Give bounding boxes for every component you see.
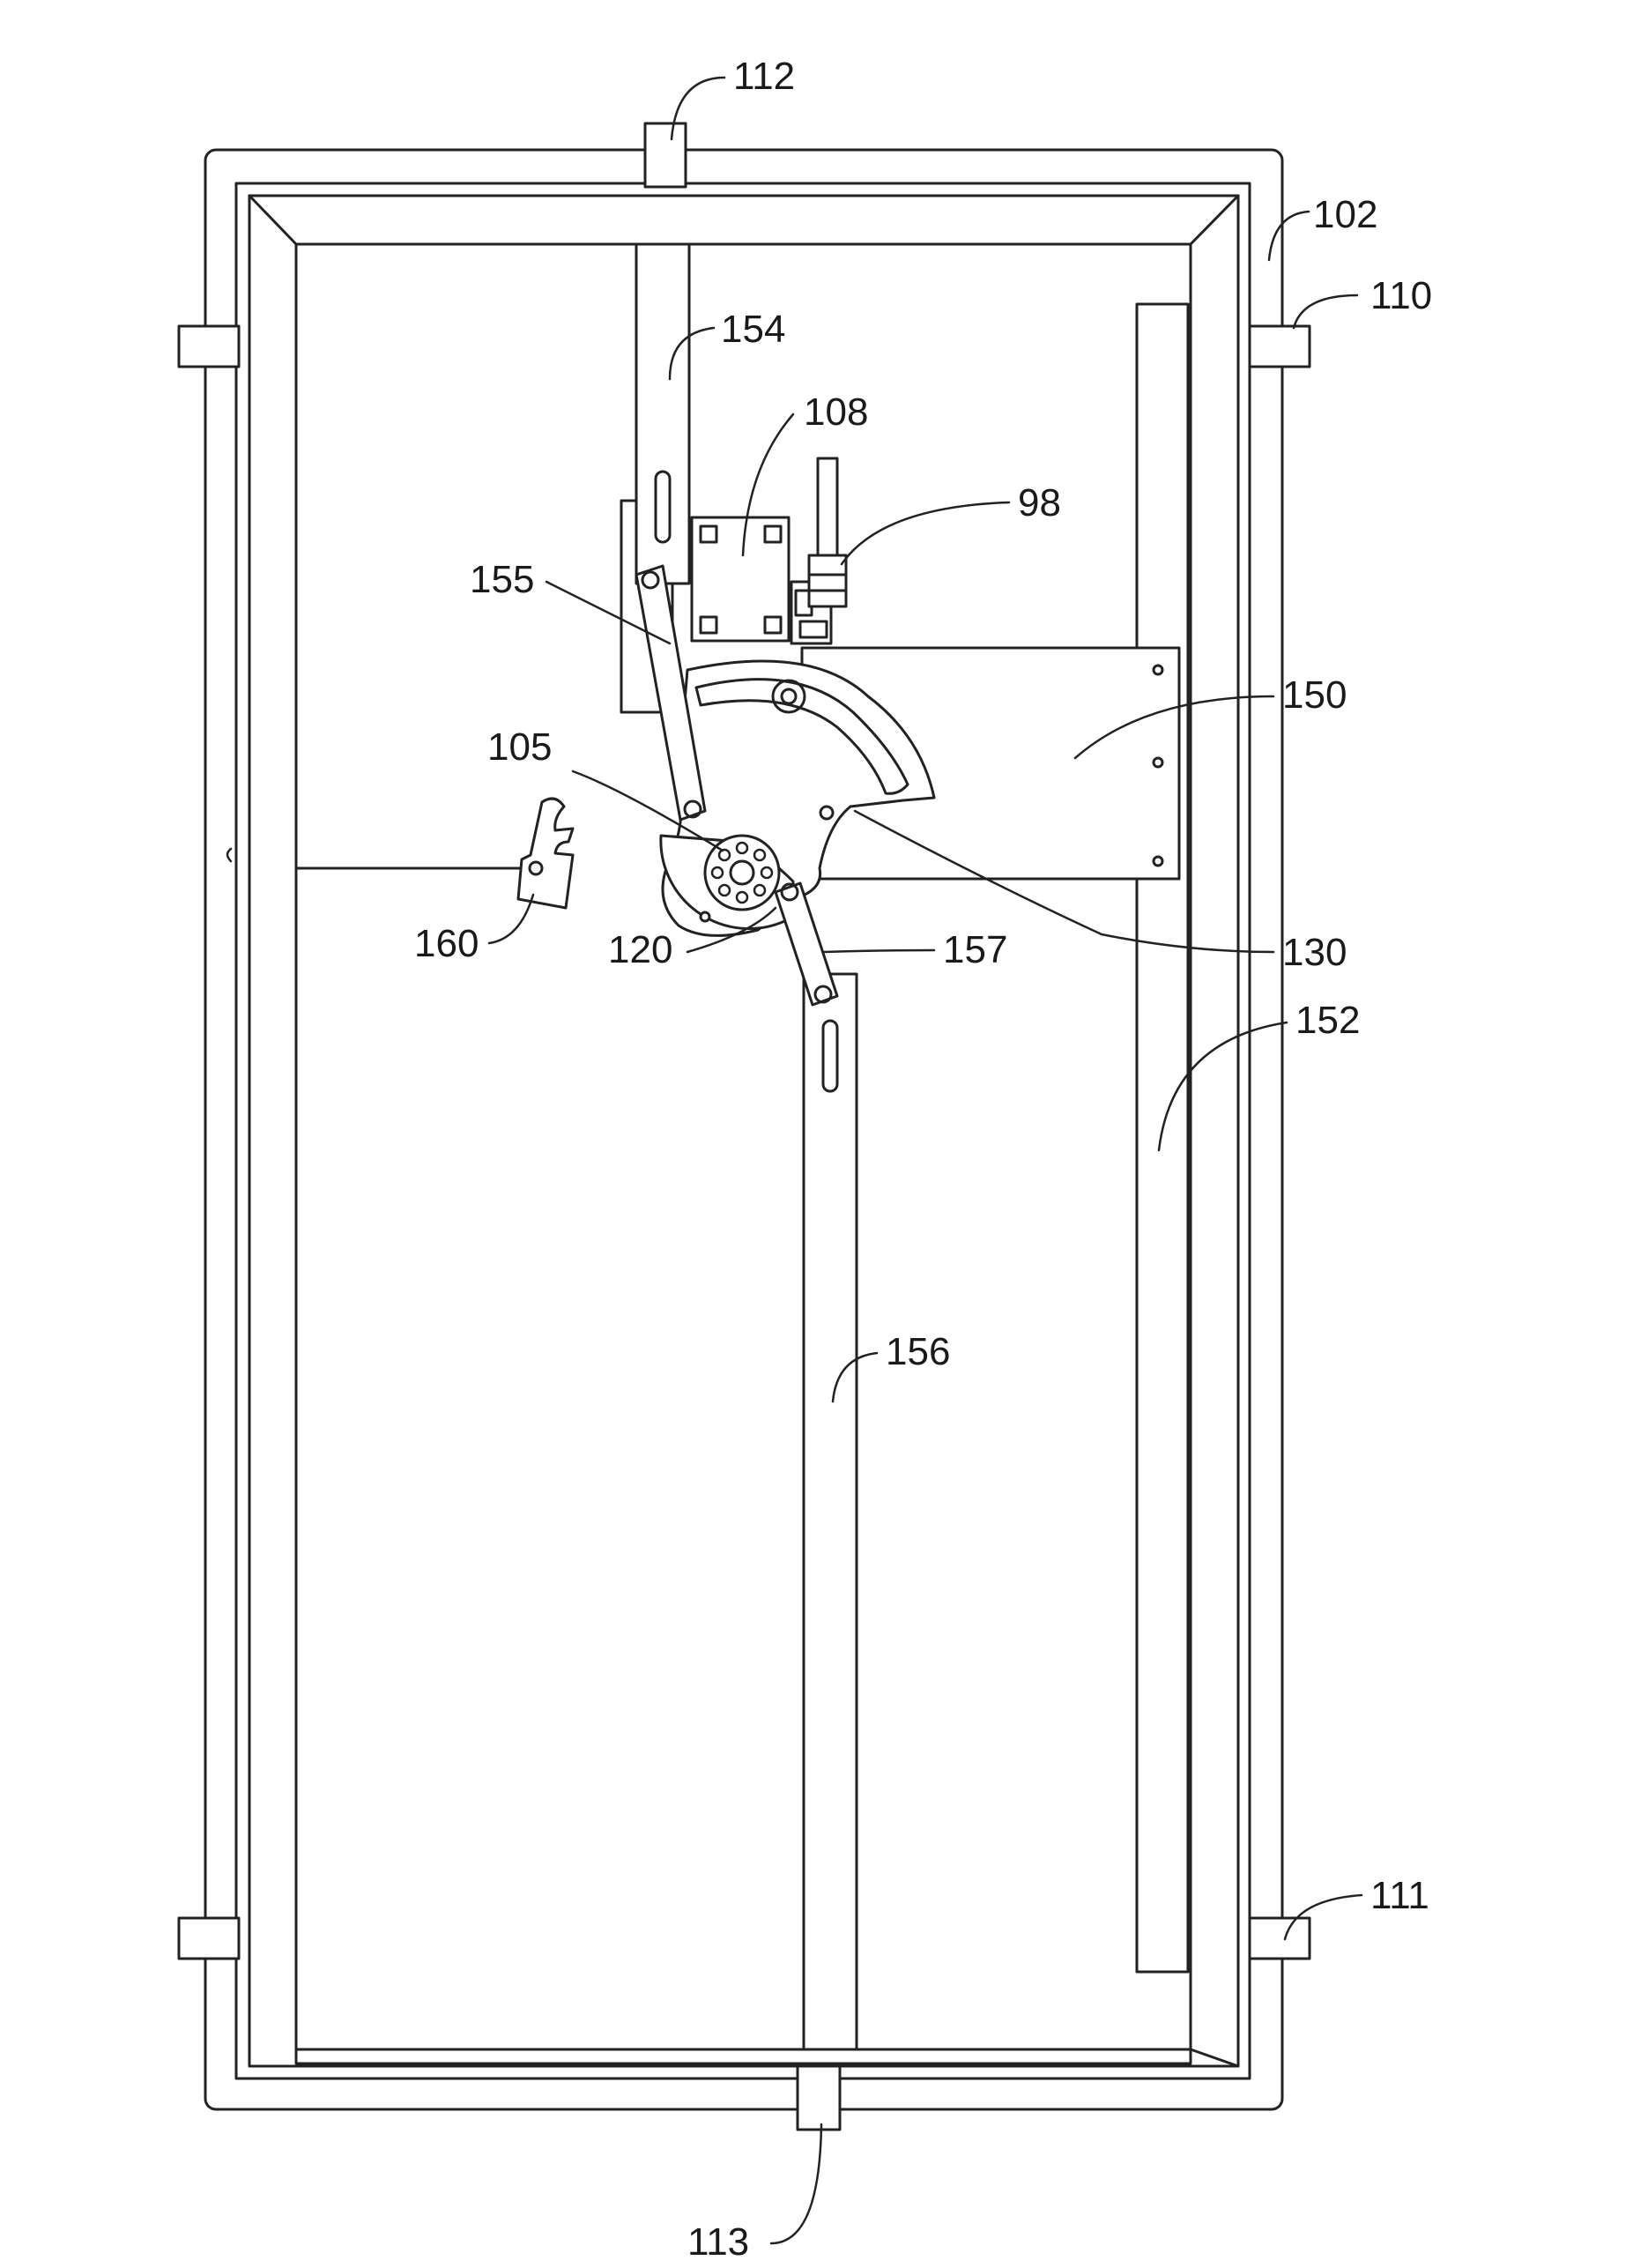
plate-bolt [1154,758,1162,767]
upper-bar [636,244,689,584]
label-155: 155 [470,558,534,601]
bevel-corner-tl [249,196,296,244]
outer-frame [205,150,1282,2109]
top-pin-112 [645,123,686,187]
label-111: 111 [1370,1874,1429,1917]
left-pin-upper [179,326,239,367]
label-152: 152 [1295,999,1360,1042]
bevel-corner-tr [1191,196,1238,244]
cam-bolt [820,807,833,819]
bevel-corner-br [1191,2049,1238,2066]
label-108: 108 [804,390,868,434]
link-157 [776,883,837,1005]
label-156: 156 [886,1330,950,1373]
label-113: 113 [687,2220,749,2264]
bottom-pin-113 [798,2066,840,2130]
plate-bolt [1154,857,1162,866]
label-150: 150 [1282,673,1347,717]
hub-bolt [701,912,709,921]
leader-98 [842,502,1009,564]
label-102: 102 [1313,193,1377,236]
label-154: 154 [721,308,785,351]
plate-bolt [1154,666,1162,674]
label-105: 105 [487,725,552,769]
side-bar-152 [1137,304,1188,1972]
actuator-block [809,555,846,606]
right-pin-111 [1250,1918,1310,1959]
label-112: 112 [733,55,795,98]
label-157: 157 [943,928,1007,971]
leader-102 [1269,212,1309,260]
actuator-rod [818,458,837,564]
right-pin-110 [1250,326,1310,367]
frame-bevel-outer [236,183,1250,2078]
latch-160 [518,799,573,908]
lower-bar [804,974,857,2049]
leader-113 [771,2124,821,2243]
door-frame [205,150,1282,2109]
leader-110 [1294,295,1357,328]
label-160: 160 [414,922,479,965]
latch-body [518,799,573,908]
leader-157 [824,950,934,952]
left-pin-lower [179,1918,239,1959]
motor-body [692,517,789,641]
lower-bar-156 [804,974,857,2049]
label-120: 120 [608,928,672,971]
label-110: 110 [1370,274,1432,317]
actuator-98 [809,458,846,606]
label-130: 130 [1282,931,1347,974]
hinge-mark [227,849,231,861]
pins [179,123,1310,2130]
frame-bevel-inner [249,196,1238,2066]
leader-152 [1159,1022,1287,1150]
label-98: 98 [1018,481,1061,524]
latch-bolt [530,862,542,874]
leader-lines [489,78,1362,2243]
